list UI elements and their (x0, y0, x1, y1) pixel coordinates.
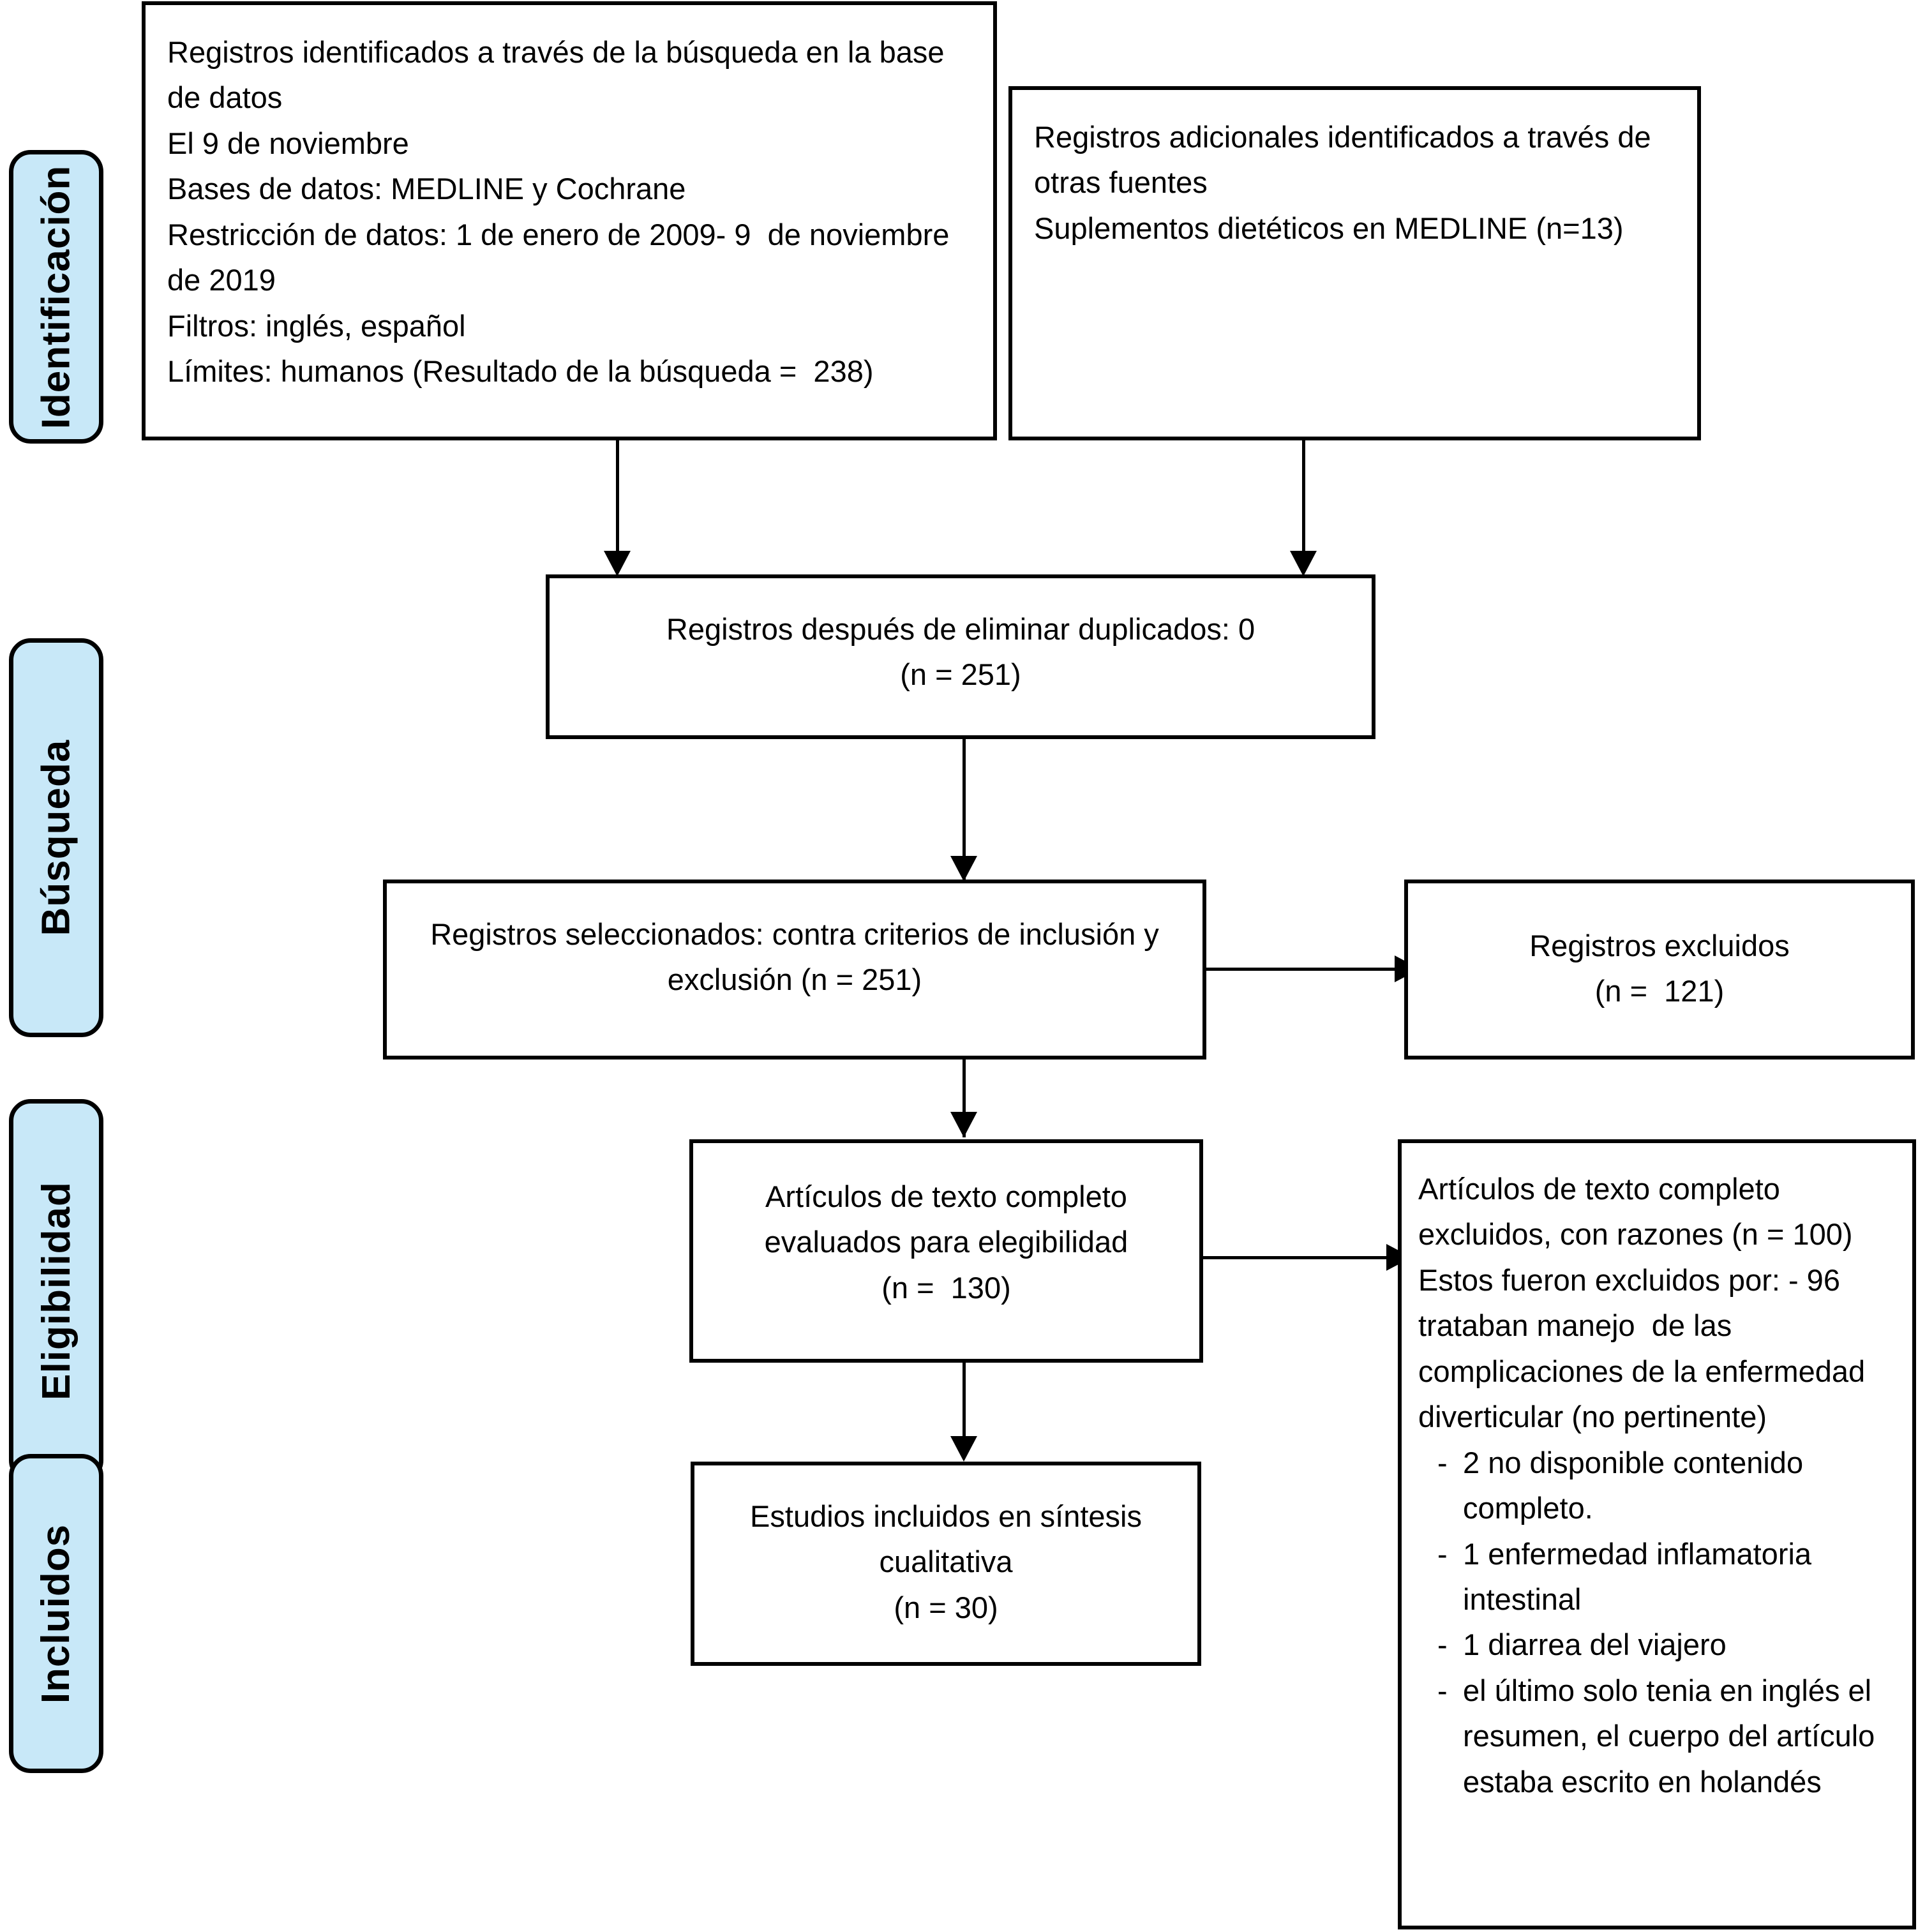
bullet-dash-3: - (1437, 1628, 1448, 1662)
connector-screened-to-fulltext (963, 1060, 966, 1137)
box-records-screened-line2: exclusión (n = 251) (667, 962, 922, 997)
box-database-records-text: Registros identificados a través de la b… (167, 35, 950, 389)
reason-text-3: 1 diarrea del viajero (1463, 1628, 1727, 1662)
box-other-sources-text: Registros adicionales identificados a tr… (1034, 120, 1651, 245)
stage-pill-eligibilidad: Eligibilidad (9, 1099, 103, 1482)
box-after-duplicates: Registros después de eliminar duplicados… (546, 574, 1375, 739)
list-item: - 1 enfermedad inflamatoria intestinal (1402, 1531, 1912, 1622)
box-other-sources: Registros adicionales identificados a tr… (1008, 86, 1701, 440)
stage-pill-identificacion: Identificación (9, 150, 103, 444)
box-records-excluded: Registros excluidos (n = 121) (1404, 880, 1915, 1060)
list-item: - el último solo tenia en inglés el resu… (1402, 1668, 1912, 1804)
arrow-screened-to-fulltext (950, 1112, 977, 1137)
box-fulltext-assessed-line1: Artículos de texto completo (765, 1179, 1127, 1213)
stage-pill-incluidos: Incluidos (9, 1454, 103, 1773)
arrow-fulltext-to-included (950, 1436, 977, 1462)
box-database-records: Registros identificados a través de la b… (142, 1, 997, 440)
stage-pill-busqueda: Búsqueda (9, 638, 103, 1037)
bullet-dash-4: - (1437, 1673, 1448, 1707)
arrow-dedup-to-screened (950, 856, 977, 881)
box-records-excluded-line2: (n = 121) (1594, 974, 1725, 1008)
list-item: - 1 diarrea del viajero (1402, 1622, 1912, 1667)
box-included-studies-line3: (n = 30) (894, 1590, 998, 1624)
box-fulltext-excluded: Artículos de texto completo excluidos, c… (1398, 1139, 1916, 1929)
reason-text-1: 2 no disponible contenido completo. (1463, 1445, 1804, 1525)
box-fulltext-excluded-intro: Artículos de texto completo excluidos, c… (1418, 1172, 1866, 1434)
list-item: - 2 no disponible contenido completo. (1402, 1440, 1912, 1531)
connector-other-to-dedup (1302, 440, 1305, 558)
box-fulltext-assessed-line2: evaluados para elegibilidad (764, 1225, 1128, 1259)
box-after-duplicates-line2: (n = 251) (900, 657, 1021, 692)
stage-label-eligibilidad: Eligibilidad (34, 1181, 79, 1400)
bullet-dash-2: - (1437, 1536, 1448, 1571)
reason-text-2: 1 enfermedad inflamatoria intestinal (1463, 1536, 1812, 1616)
connector-dedup-to-screened (963, 739, 966, 883)
box-fulltext-assessed-line3: (n = 130) (881, 1270, 1011, 1305)
box-included-studies-line1: Estudios incluidos en síntesis (750, 1499, 1142, 1533)
stage-label-identificacion: Identificación (34, 165, 79, 429)
arrow-db-to-dedup (604, 551, 631, 576)
connector-screened-to-excluded (1206, 968, 1404, 971)
connector-fulltext-to-excluded (1203, 1256, 1395, 1259)
connector-db-to-dedup (616, 440, 619, 558)
bullet-dash-1: - (1437, 1445, 1448, 1479)
box-included-studies-line2: cualitativa (879, 1545, 1013, 1579)
connector-fulltext-to-included (963, 1363, 966, 1446)
box-included-studies: Estudios incluidos en síntesis cualitati… (691, 1462, 1201, 1666)
box-records-screened-line1: Registros seleccionados: contra criterio… (430, 917, 1159, 951)
box-after-duplicates-line1: Registros después de eliminar duplicados… (666, 612, 1255, 646)
box-records-screened: Registros seleccionados: contra criterio… (383, 880, 1206, 1060)
stage-label-busqueda: Búsqueda (34, 739, 79, 936)
fulltext-excluded-reason-list: - 2 no disponible contenido completo. - … (1402, 1440, 1912, 1805)
reason-text-4: el último solo tenia en inglés el resume… (1463, 1673, 1875, 1799)
box-records-excluded-line1: Registros excluidos (1529, 929, 1790, 962)
stage-label-incluidos: Incluidos (34, 1524, 79, 1704)
arrow-other-to-dedup (1290, 551, 1317, 576)
box-fulltext-assessed: Artículos de texto completo evaluados pa… (689, 1139, 1203, 1363)
